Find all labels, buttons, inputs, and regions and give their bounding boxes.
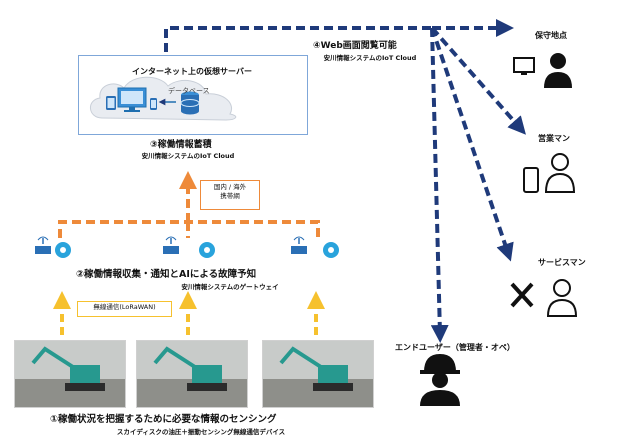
sensor-arrows (53, 291, 325, 335)
step2-subtitle: 安川情報システムのゲートウェイ (181, 283, 279, 291)
sales-label: 営業マン (538, 134, 570, 143)
desktop-user-icon (513, 53, 572, 88)
step3-subtitle: 安川情報システムのIoT Cloud (141, 152, 235, 160)
excavator-photo (14, 340, 126, 408)
excavator-photo (136, 340, 248, 408)
gateway-icon (163, 236, 179, 254)
step1-title: ①稼働状況を把握するために必要な情報のセンシング (50, 414, 277, 425)
cloud-title: インターネット上の仮想サーバー (132, 67, 252, 76)
web-access-arrows (164, 19, 526, 343)
step4-title: ④Web画面閲覧可能 (313, 41, 397, 51)
network-line-2: 携帯網 (220, 192, 240, 200)
lorawan-box: 無線通信(LoRaWAN) (77, 301, 172, 317)
service-label: サービスマン (538, 258, 586, 267)
phone-user-icon (523, 153, 576, 193)
step2-title: ②稼働情報収集・通知とAIによる故障予知 (76, 269, 257, 280)
excavator-photo (262, 340, 374, 408)
mobile-network-box: 国内 / 海外 携帯網 (200, 180, 260, 210)
gateway-icon (35, 236, 51, 254)
gateway-icon (291, 236, 307, 254)
helmet-user-icon (420, 354, 460, 406)
ai-brain-icon (323, 242, 339, 258)
tablet-icon (106, 96, 116, 110)
end-user-label: エンドユーザー（管理者・オペ） (395, 343, 515, 352)
step4-subtitle: 安川情報システムのIoT Cloud (323, 54, 417, 62)
maintenance-label: 保守地点 (535, 31, 567, 40)
database-label: データベース (168, 87, 210, 95)
step1-subtitle: スカイディスクの油圧＋振動センシング無線通信デバイス (116, 428, 286, 436)
phone-icon (150, 98, 157, 110)
network-arrows (58, 171, 320, 238)
database-icon (180, 91, 200, 115)
tools-user-icon (510, 279, 578, 317)
step3-title: ③稼働情報蓄積 (150, 140, 212, 150)
network-line-1: 国内 / 海外 (213, 183, 247, 191)
ai-brain-icon (199, 242, 215, 258)
monitor-icon (117, 87, 147, 112)
ai-brain-icon (55, 242, 71, 258)
